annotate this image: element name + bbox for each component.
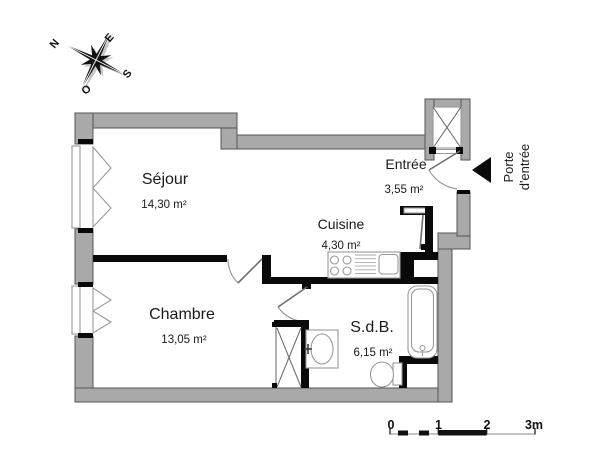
- compass-west-label: O: [79, 83, 94, 98]
- bathtub-icon: [407, 285, 438, 359]
- door-entrance-icon: [428, 150, 461, 190]
- room-label-entree: Entrée: [385, 156, 427, 172]
- entrance-door-label: Porte d'entrée: [501, 144, 534, 191]
- interior-walls: [93, 206, 438, 388]
- room-label-sdb: S.d.B.: [350, 319, 394, 336]
- room-label-chambre: Chambre: [149, 306, 215, 323]
- door-cuisine-icon: [419, 214, 424, 250]
- exterior-walls: [74, 98, 471, 403]
- window-chambre-icon: [71, 282, 113, 338]
- drainboard-icon: [355, 254, 376, 274]
- entrance-door-label-line1: Porte: [500, 151, 516, 183]
- scale-label-3m: 3m: [525, 418, 543, 432]
- stove-icon: [329, 255, 352, 276]
- closet-icon: [272, 320, 309, 388]
- scale-bar: 0 1 2 3m: [388, 418, 543, 436]
- room-area-entree: 3,55 m²: [384, 184, 424, 196]
- compass-rose-icon: N E S O: [48, 29, 135, 98]
- entrance-door-label-line2: d'entrée: [517, 143, 532, 191]
- room-label-sejour: Séjour: [141, 171, 189, 188]
- compass-north-label: N: [48, 37, 62, 51]
- room-area-sejour: 14,30 m²: [141, 199, 187, 211]
- door-chambre-icon: [227, 258, 263, 284]
- toilet-icon: [369, 361, 403, 388]
- entrance-arrow-icon: [472, 157, 491, 183]
- kitchen-sink-icon: [378, 253, 399, 275]
- compass-south-label: S: [121, 67, 135, 80]
- scale-label-1: 1: [435, 418, 442, 432]
- scale-label-2: 2: [484, 418, 491, 432]
- scale-label-0: 0: [388, 418, 395, 432]
- kitchen-counter: [327, 251, 401, 279]
- room-area-sdb: 6,15 m²: [353, 347, 393, 359]
- door-sdb-icon: [277, 286, 308, 323]
- window-sejour-icon: [71, 139, 112, 233]
- washbasin-icon: [304, 329, 339, 369]
- room-area-chambre: 13,05 m²: [161, 334, 207, 346]
- room-area-cuisine: 4,30 m²: [321, 240, 361, 252]
- room-label-cuisine: Cuisine: [317, 216, 365, 232]
